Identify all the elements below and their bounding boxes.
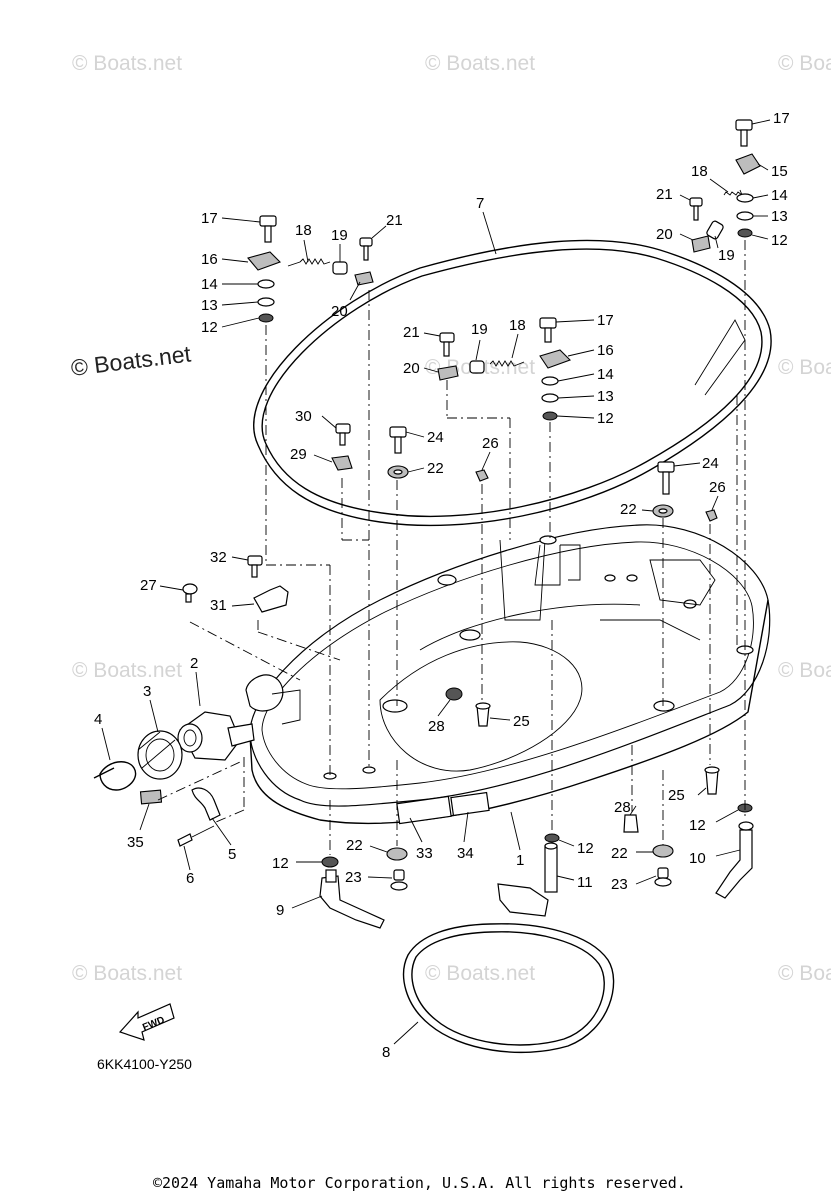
callout-21: 21 [403, 324, 420, 341]
callout-28: 28 [428, 718, 445, 735]
callout-14: 14 [771, 187, 788, 204]
callout-20: 20 [331, 303, 348, 320]
callout-11: 11 [577, 874, 593, 891]
watermark: © Boats.net [778, 356, 831, 379]
callout-18: 18 [295, 222, 312, 239]
callout-7: 7 [476, 195, 484, 212]
callout-19: 19 [331, 227, 348, 244]
callout-2: 2 [190, 655, 198, 672]
callout-16: 16 [597, 342, 614, 359]
callout-labels: 17 16 14 13 12 18 19 21 20 7 21 19 18 17… [94, 110, 790, 1061]
callout-28: 28 [614, 799, 631, 816]
callout-4: 4 [94, 711, 102, 728]
callout-17: 17 [597, 312, 614, 329]
alignment-lines [157, 240, 746, 855]
watermark: © Boats.net [72, 659, 182, 682]
callout-20: 20 [656, 226, 673, 243]
callout-32: 32 [210, 549, 227, 566]
callout-34: 34 [457, 845, 474, 862]
callout-24: 24 [702, 455, 719, 472]
watermark: © Boats.net [425, 962, 535, 985]
callout-23: 23 [345, 869, 362, 886]
callout-18: 18 [691, 163, 708, 180]
callout-22: 22 [611, 845, 628, 862]
grommet-assembly [93, 711, 255, 805]
callout-8: 8 [382, 1044, 390, 1061]
callout-6: 6 [186, 870, 194, 887]
callout-10: 10 [689, 850, 706, 867]
callout-18: 18 [509, 317, 526, 334]
callout-17: 17 [201, 210, 218, 227]
callout-24: 24 [427, 429, 444, 446]
callout-12: 12 [689, 817, 706, 834]
watermark: © Boats.net [778, 52, 831, 75]
callout-17: 17 [773, 110, 790, 127]
callout-22: 22 [346, 837, 363, 854]
top-cowling-seal [253, 239, 772, 527]
watermark: © Boats.net [778, 962, 831, 985]
callout-29: 29 [290, 446, 307, 463]
callout-33: 33 [416, 845, 433, 862]
watermark: © Boats.net [72, 962, 182, 985]
callout-12: 12 [597, 410, 614, 427]
callout-16: 16 [201, 251, 218, 268]
callout-25: 25 [513, 713, 530, 730]
diagram-code: 6KK4100-Y250 [97, 1056, 192, 1072]
callout-25: 25 [668, 787, 685, 804]
hardware-parts [182, 119, 761, 891]
callout-22: 22 [620, 501, 637, 518]
callout-3: 3 [143, 683, 151, 700]
callout-30: 30 [295, 408, 312, 425]
bottom-seal [402, 923, 615, 1054]
callout-35: 35 [127, 834, 144, 851]
callout-13: 13 [771, 208, 788, 225]
callout-12: 12 [771, 232, 788, 249]
watermark-foreground: © Boats.net [69, 340, 192, 381]
callout-26: 26 [709, 479, 726, 496]
callout-26: 26 [482, 435, 499, 452]
callout-9: 9 [276, 902, 284, 919]
callout-21: 21 [656, 186, 673, 203]
callout-21: 21 [386, 212, 403, 229]
clamp-levers [319, 821, 754, 929]
callout-12: 12 [272, 855, 289, 872]
callout-15: 15 [771, 163, 788, 180]
callout-1: 1 [516, 852, 524, 869]
watermark: © Boats.net [425, 52, 535, 75]
callout-31: 31 [210, 597, 227, 614]
callout-14: 14 [597, 366, 614, 383]
callout-13: 13 [597, 388, 614, 405]
callout-12: 12 [577, 840, 594, 857]
bottom-cowling [245, 524, 771, 825]
bracket-bolt [177, 787, 221, 847]
callout-22: 22 [427, 460, 444, 477]
callout-14: 14 [201, 276, 218, 293]
watermark: © Boats.net [778, 659, 831, 682]
leader-lines [101, 119, 771, 1045]
callout-12: 12 [201, 319, 218, 336]
callout-19: 19 [471, 321, 488, 338]
callout-13: 13 [201, 297, 218, 314]
watermark: © Boats.net [72, 52, 182, 75]
callout-27: 27 [140, 577, 157, 594]
callout-19: 19 [718, 247, 735, 264]
callout-20: 20 [403, 360, 420, 377]
callout-23: 23 [611, 876, 628, 893]
callout-5: 5 [228, 846, 236, 863]
fwd-arrow-icon: FWD [118, 1003, 175, 1041]
copyright-notice: ©2024 Yamaha Motor Corporation, U.S.A. A… [153, 1174, 686, 1192]
